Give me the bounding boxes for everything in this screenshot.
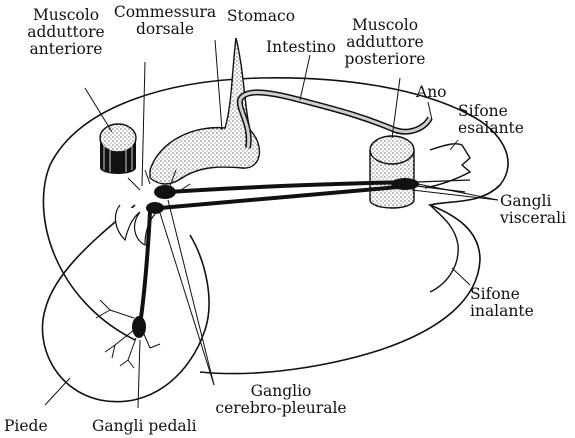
pedal-ganglia bbox=[96, 300, 160, 368]
label-gangli-pedali: Gangli pedali bbox=[92, 418, 222, 435]
inhalant-siphon-outline bbox=[430, 205, 458, 292]
leader-commessura-dorsale bbox=[142, 62, 145, 186]
leader-sifone-esalante bbox=[450, 140, 458, 150]
label-ano: Ano bbox=[416, 84, 466, 101]
label-sifone-inalante: Sifone inalante bbox=[470, 286, 560, 320]
leader-stomaco bbox=[215, 40, 222, 130]
leader-ganglio-cp-2 bbox=[160, 213, 214, 385]
label-piede: Piede bbox=[4, 418, 64, 435]
anterior-adductor-muscle bbox=[100, 124, 136, 174]
label-muscolo-adduttore-posteriore: Muscolo adduttore posteriore bbox=[327, 17, 443, 68]
posterior-adductor-muscle bbox=[370, 136, 414, 208]
label-sifone-esalante: Sifone esalante bbox=[458, 103, 548, 137]
leader-sifone-inalante bbox=[452, 268, 470, 285]
label-stomaco: Stomaco bbox=[216, 8, 306, 25]
label-commessura-dorsale: Commessura dorsale bbox=[106, 4, 224, 38]
body-outline bbox=[43, 78, 508, 374]
leader-piede bbox=[45, 378, 70, 405]
label-ganglio-cerebro-pleurale: Ganglio cerebro-pleurale bbox=[196, 383, 366, 417]
label-gangli-viscerali: Gangli viscerali bbox=[500, 193, 572, 227]
leader-ganglio-cp-1 bbox=[168, 200, 214, 385]
visceral-ganglia bbox=[391, 178, 470, 192]
